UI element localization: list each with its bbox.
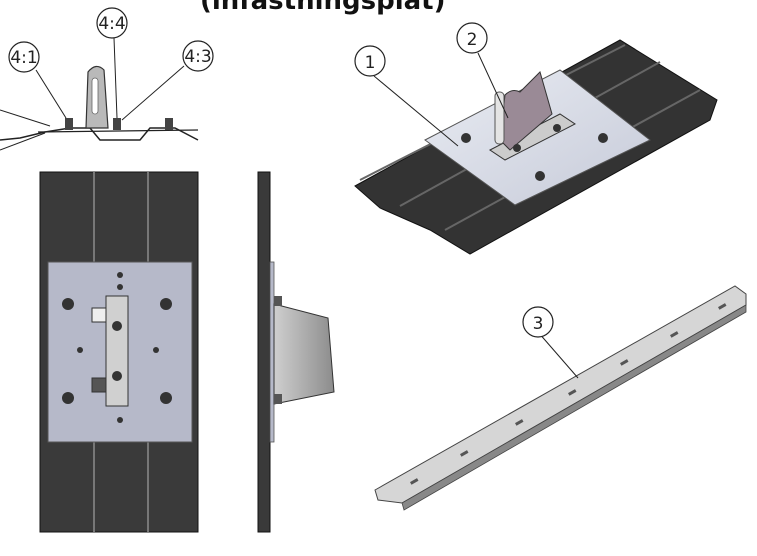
bolt-4-3 [165, 118, 173, 130]
plan-view [39, 171, 199, 533]
callout-circle-2 [456, 22, 488, 54]
leader-line [0, 109, 51, 127]
callout-label-4-4: 4:4 [98, 14, 125, 34]
bracket-plan [105, 295, 129, 407]
leader-line-4-1 [35, 69, 67, 119]
rail-view: 3 [374, 285, 747, 511]
leader-line-3 [537, 331, 579, 379]
bracket-lug [91, 377, 107, 393]
bracket-lug [91, 307, 107, 323]
callout-label-4-1: 4:1 [10, 48, 37, 68]
bolt-4-4 [113, 118, 121, 130]
leader-line-1 [373, 75, 459, 147]
mounting-plate-edge [269, 261, 275, 443]
mounting-rail [374, 285, 747, 504]
callout-label-3: 3 [533, 314, 544, 334]
roof-panel-edge [257, 171, 271, 533]
leader-line-4-3 [121, 65, 185, 121]
callout-circle-4-4 [96, 7, 128, 39]
bolt-4-1 [65, 118, 73, 130]
leader-line-4-4 [113, 37, 118, 119]
callout-circle-4-1 [8, 41, 40, 73]
callout-label-4-3: 4:3 [184, 47, 211, 67]
callout-label-1: 1 [365, 53, 376, 73]
mounting-plate-plan [47, 261, 193, 443]
rail-slots [410, 303, 727, 485]
callout-circle-4-3 [182, 40, 214, 72]
bracket-slot [91, 77, 99, 115]
leader-line-2 [477, 52, 509, 119]
plan-bolts [62, 272, 172, 423]
plate-profile-line [37, 129, 199, 133]
bolt-side [274, 394, 282, 404]
isometric-view: 1 2 [354, 22, 718, 255]
leader-line [0, 132, 46, 151]
side-elevation [257, 171, 335, 533]
iso-bolts [461, 124, 608, 181]
callout-circle-3 [522, 306, 554, 338]
section-view: 4:1 4:4 4:3 [0, 7, 214, 151]
bracket-fin-iso [499, 71, 553, 151]
callout-label-2: 2 [467, 30, 478, 50]
bolt-side [274, 296, 282, 306]
rail-flange [401, 304, 747, 511]
bracket-side [273, 303, 335, 405]
page-title: (infästningsplåt) [200, 0, 446, 16]
roof-profile-line [0, 127, 199, 141]
callout-circle-1 [354, 45, 386, 77]
